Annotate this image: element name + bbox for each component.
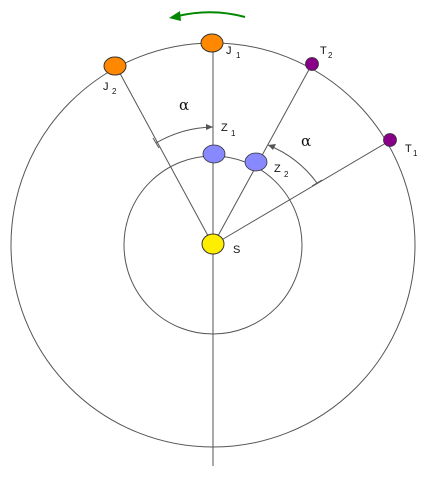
angle-arc-right-tick: [311, 179, 323, 187]
alpha-label-left: α: [179, 96, 189, 114]
target-2-sub: 2: [328, 51, 333, 60]
alpha-label-right: α: [301, 132, 311, 150]
sun-body: [201, 233, 225, 255]
earth-2-label: Z: [274, 163, 281, 175]
angle-arc-left-arrowhead: [206, 124, 213, 130]
target-1-label: T: [405, 143, 412, 155]
target-2-label: T: [320, 45, 327, 57]
jupiter-1-body: [200, 33, 224, 53]
target-2-body: [305, 57, 319, 71]
jupiter-1-sub: 1: [236, 51, 241, 60]
angle-arc-left: [155, 126, 214, 144]
jupiter-2-body: [103, 56, 127, 76]
earth-2-sub: 2: [284, 170, 289, 179]
target-1-sub: 1: [413, 149, 418, 158]
angle-arc-right-arrowhead: [268, 144, 276, 150]
earth-2-body: [244, 152, 268, 172]
target-1-body: [383, 133, 397, 147]
jupiter-2-label: J: [103, 81, 109, 93]
earth-1-label: Z: [221, 122, 228, 134]
earth-1-sub: 1: [231, 129, 236, 138]
line-sun-j2: [115, 65, 214, 246]
rotation-arrowhead: [169, 11, 181, 21]
angle-arc-left-tick: [152, 137, 160, 149]
line-sun-t1: [212, 139, 392, 246]
rotation-arrow: [177, 11, 246, 18]
jupiter-2-sub: 2: [112, 87, 117, 96]
sun-label: S: [233, 244, 240, 256]
jupiter-1-label: J: [226, 45, 232, 57]
earth-1-body: [202, 144, 226, 164]
